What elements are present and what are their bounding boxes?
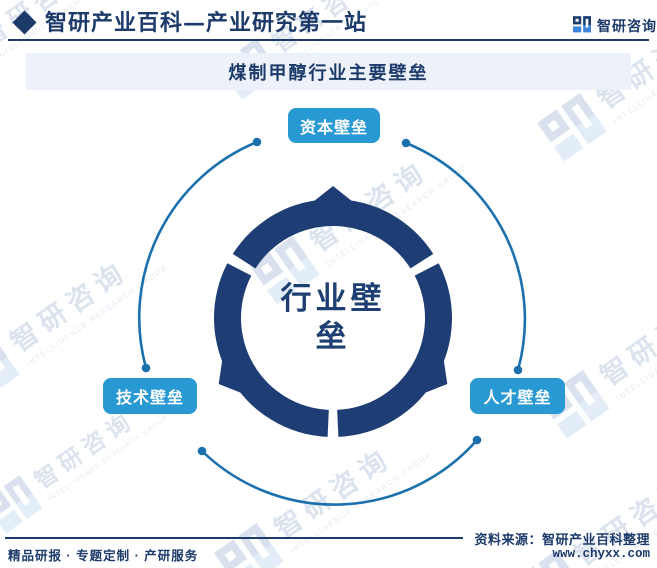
ring-segment: [232, 199, 434, 269]
arc-end-dot: [513, 365, 523, 375]
arc-end-dot: [141, 363, 151, 373]
footer-source: 资料来源：智研产业百科整理: [474, 532, 650, 547]
node-capital-barrier: 资本壁垒: [288, 108, 380, 143]
brand-title: 智研产业百科—产业研究第一站: [45, 10, 368, 36]
title-bar: 煤制甲醇行业主要壁垒: [26, 53, 631, 90]
page-title: 煤制甲醇行业主要壁垒: [228, 62, 429, 84]
ring-arrow: [218, 357, 245, 394]
connector-arc: [404, 141, 527, 372]
zhiyan-logo-text: 智研咨询: [597, 18, 657, 34]
ring-segment: [214, 263, 329, 437]
center-label-industry-barriers: 行业壁垒: [280, 281, 386, 355]
ring-arrow: [421, 357, 448, 394]
connector-arc: [137, 140, 259, 370]
diamond-icon: [11, 9, 37, 35]
arc-end-dot: [197, 446, 207, 456]
connector-arc: [200, 438, 479, 506]
ring-arrow: [311, 186, 355, 203]
zhiyan-logo-icon: [572, 14, 592, 34]
arc-end-dot: [472, 435, 482, 445]
node-technology-barrier: 技术壁垒: [103, 378, 197, 414]
ring-segment: [337, 263, 452, 437]
header-divider: [8, 39, 649, 41]
footer-services: 精品研报 · 专题定制 · 产研服务: [8, 549, 199, 563]
arc-end-dot: [401, 138, 411, 148]
arc-end-dot: [252, 137, 262, 147]
footer-divider: [5, 537, 463, 539]
footer-website-link[interactable]: www.chyxx.com: [552, 547, 650, 561]
node-talent-barrier: 人才壁垒: [470, 378, 565, 414]
